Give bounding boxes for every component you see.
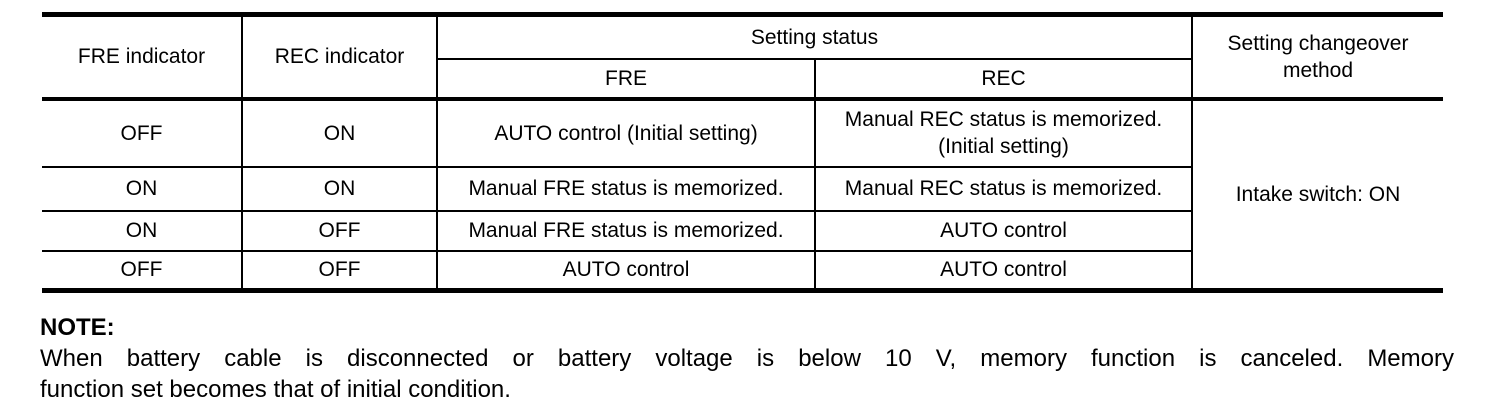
fre-indicator-cell: ON — [42, 210, 242, 252]
rec-indicator-cell: OFF — [241, 250, 437, 291]
table-row: ON OFF Manual FRE status is memorized. A… — [42, 210, 1443, 252]
header-fre-indicator: FRE indicator — [42, 14, 242, 101]
fre-indicator-cell: OFF — [120, 258, 163, 282]
subheader-fre: FRE — [436, 58, 815, 101]
table-row: OFF OFF AUTO control AUTO control — [42, 250, 1443, 291]
rec-indicator-cell: ON — [241, 166, 437, 212]
rec-indicator-cell: OFF — [241, 210, 437, 252]
rec-status-cell: AUTO control — [814, 250, 1192, 291]
changeover-method-cell: Intake switch: ON — [1191, 98, 1443, 291]
note-text-line1: When battery cable is disconnected or ba… — [40, 345, 1454, 372]
subheader-rec: REC — [814, 58, 1192, 101]
note-text-line2: function set becomes that of initial con… — [40, 376, 511, 403]
rec-indicator-cell: ON — [241, 98, 437, 168]
fre-status-cell: Manual FRE status is memorized. — [436, 166, 815, 212]
indicator-setting-table: FRE indicator REC indicator Setting stat… — [42, 12, 1443, 293]
fre-status-cell: AUTO control — [436, 250, 815, 291]
header-setting-status: Setting status — [436, 14, 1192, 60]
table-row: ON ON Manual FRE status is memorized. Ma… — [42, 166, 1443, 212]
fre-indicator-cell: OFF — [42, 98, 242, 168]
fre-status-cell: Manual FRE status is memorized. — [436, 210, 815, 252]
rec-status-cell: Manual REC status is memorized. (Initial… — [814, 98, 1192, 168]
note-label: NOTE: — [40, 314, 115, 341]
table-row: OFF ON AUTO control (Initial setting) Ma… — [42, 98, 1443, 291]
fre-status-cell: AUTO control (Initial setting) — [436, 98, 815, 168]
rec-status-cell: Manual REC status is memorized. — [814, 166, 1192, 212]
header-rec-indicator: REC indicator — [241, 14, 437, 101]
header-setting-changeover-method: Setting changeover method — [1191, 14, 1443, 101]
rec-status-cell: AUTO control — [814, 210, 1192, 252]
fre-indicator-cell: ON — [42, 166, 242, 212]
note-section: NOTE: When battery cable is disconnected… — [40, 312, 1454, 405]
